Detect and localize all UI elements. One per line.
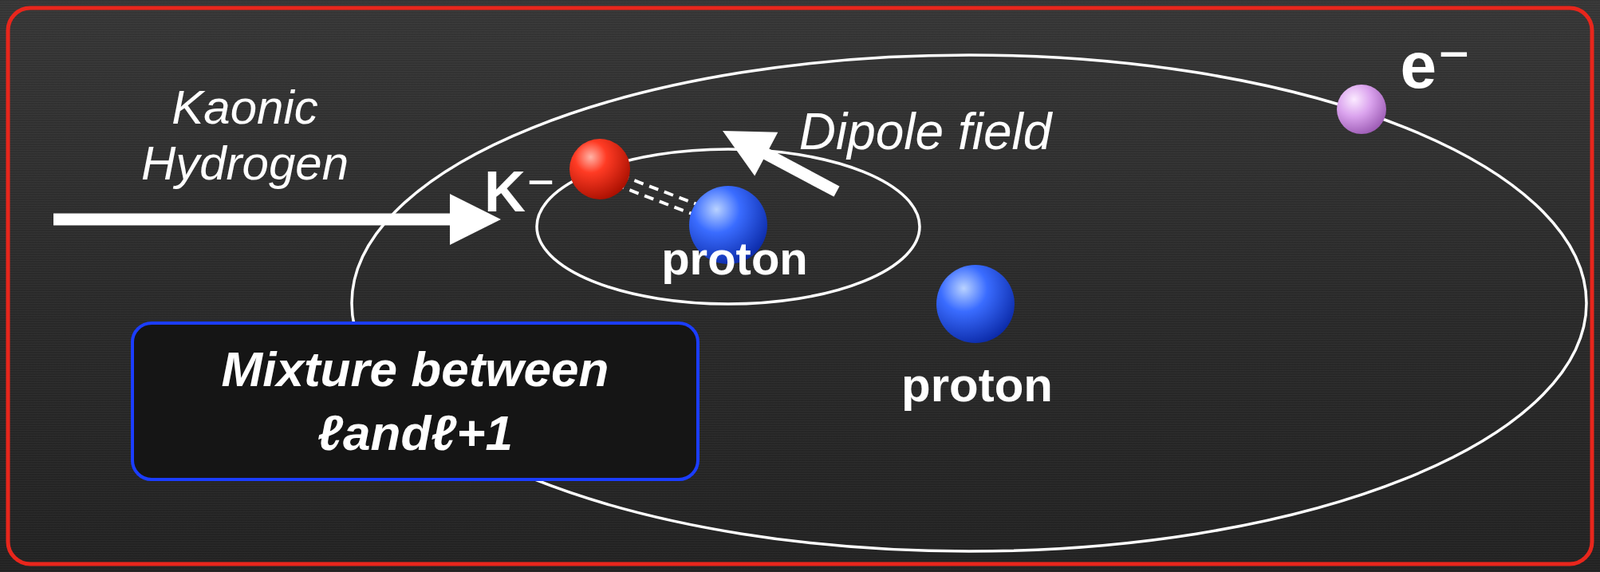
proton-ball — [936, 264, 1015, 343]
arrow-shaft — [53, 213, 454, 226]
particle-label: K⁻ — [484, 158, 556, 225]
arrow-head — [722, 130, 778, 176]
box-text: Mixture between ℓandℓ+1 — [181, 337, 649, 466]
field-label: Dipole field — [799, 102, 1053, 162]
particle-label: e⁻ — [1400, 27, 1472, 103]
kaon-ball — [569, 138, 631, 200]
electron-ball — [1336, 84, 1387, 134]
slide-border — [7, 7, 1593, 564]
particle-label: proton — [901, 357, 1053, 413]
info-box: Mixture between ℓandℓ+1 — [130, 321, 700, 481]
title-label: Kaonic Hydrogen — [113, 79, 377, 192]
particle-label: proton — [661, 232, 808, 286]
